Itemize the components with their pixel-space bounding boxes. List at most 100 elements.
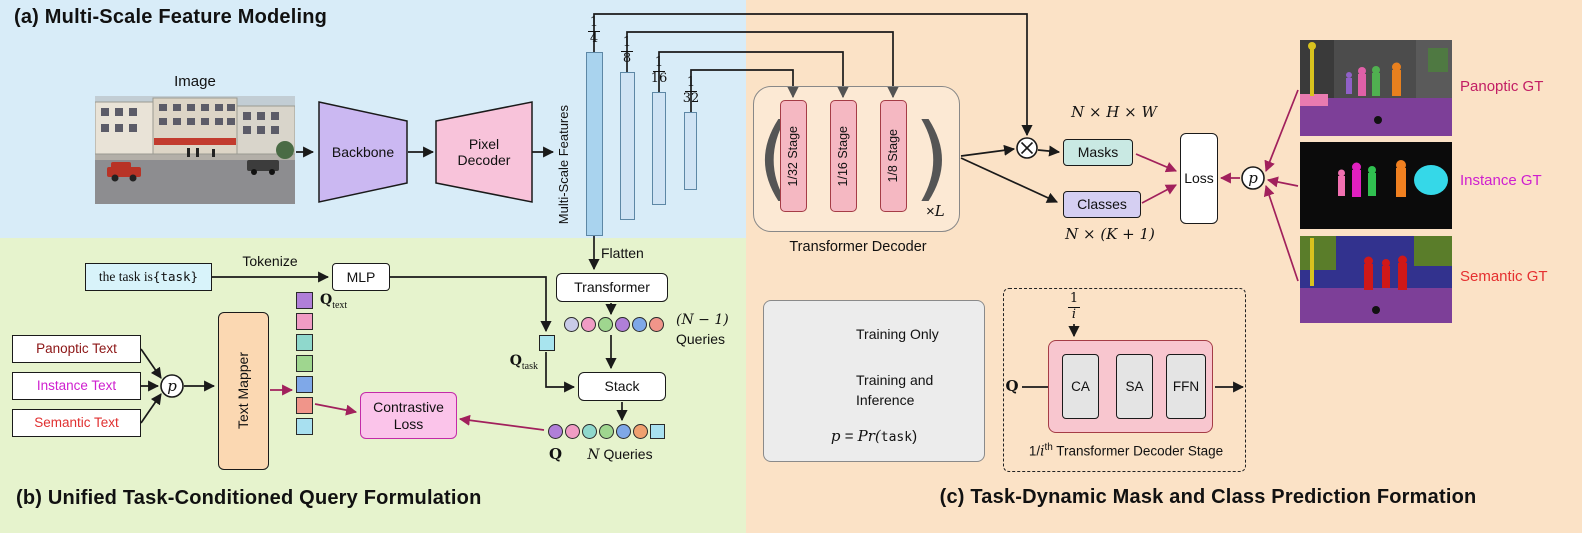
q-task-sub: task <box>521 360 538 372</box>
frac-num: 1 <box>587 15 601 32</box>
frac-den: i <box>1071 306 1077 322</box>
transformer-decoder-label: Transformer Decoder <box>758 237 958 257</box>
query-circle <box>633 424 648 439</box>
frac-num: 1 <box>684 75 698 92</box>
text-query-square <box>296 313 313 330</box>
text-query-square <box>296 418 313 435</box>
semantic-text-box: Semantic Text <box>12 409 141 437</box>
backbone-label: Backbone <box>319 102 407 202</box>
feature-bar-1-8 <box>620 72 635 220</box>
transformer-decoder-text: Transformer Decoder <box>789 239 927 255</box>
text-query-square <box>296 355 313 372</box>
stage-1-16-text: 1/16 Stage <box>836 125 851 187</box>
legend-box <box>763 300 985 462</box>
backbone-text: Backbone <box>331 144 395 160</box>
class-dimensions-label: N × (K + 1) <box>1065 225 1155 243</box>
self-attention-box: SA <box>1116 354 1153 419</box>
query-circle <box>616 424 631 439</box>
q-bold-label: Q <box>549 445 563 463</box>
training-only-label: Training Only <box>856 326 939 342</box>
masks-box: Masks <box>1063 139 1133 166</box>
decoder-stage-detail-box <box>1003 288 1246 472</box>
loss-box: Loss <box>1180 133 1218 224</box>
section-b-title: (b) Unified Task-Conditioned Query Formu… <box>16 487 482 509</box>
caption-rest: Transformer Decoder Stage <box>1052 443 1224 459</box>
n-queries-row <box>548 424 665 439</box>
n-queries-label: N Queries <box>570 445 670 463</box>
panoptic-text-box: Panoptic Text <box>12 335 141 363</box>
p-gt-label: p <box>1248 169 1258 187</box>
mlp-text: MLP <box>346 268 376 285</box>
query-circle <box>582 424 597 439</box>
text-query-square <box>296 334 313 351</box>
frac-den: 16 <box>650 70 668 86</box>
classes-text: Classes <box>1077 196 1127 213</box>
query-circle <box>632 317 647 332</box>
task-query-square <box>650 424 665 439</box>
task-prompt-box: the task is {task} <box>85 263 212 291</box>
prob-eq: = <box>840 428 858 445</box>
instance-text-label: Instance Text <box>36 378 117 394</box>
paren-close: ) <box>914 104 950 211</box>
multi-scale-features-text: Multi-Scale Features <box>555 105 571 225</box>
section-c-title: (c) Task-Dynamic Mask and Class Predicti… <box>939 486 1477 508</box>
loss-text: Loss <box>1184 170 1214 187</box>
q-text-sub: text <box>332 299 348 311</box>
n-minus-one-text: (N − 1) <box>676 312 729 328</box>
frac-den: 32 <box>682 90 700 106</box>
panoptic-text-label: Panoptic Text <box>36 341 117 357</box>
frac-den: 4 <box>589 30 599 46</box>
p-task-label: p <box>167 377 177 395</box>
panoptic-gt-label: Panoptic GT <box>1460 78 1544 95</box>
multi-scale-features-label: Multi-Scale Features <box>552 90 574 240</box>
flatten-label: Flatten <box>601 245 644 261</box>
prob-p: p <box>830 427 841 445</box>
panoptic-gt-image <box>1300 40 1452 136</box>
task-prompt-token: {task} <box>152 268 199 284</box>
query-circle <box>599 424 614 439</box>
query-circle <box>615 317 630 332</box>
sa-text: SA <box>1125 378 1144 394</box>
cross-attention-box: CA <box>1062 354 1099 419</box>
mask-dimensions-label: N × H × W <box>1071 103 1157 121</box>
query-circle <box>649 317 664 332</box>
semantic-gt-image <box>1300 236 1452 323</box>
text-mapper-text: Text Mapper <box>235 352 252 430</box>
text-query-square <box>296 292 313 309</box>
caption-sup: th <box>1044 442 1053 454</box>
contrastive-loss-text: Contrastive Loss <box>373 399 444 432</box>
query-circle <box>565 424 580 439</box>
n-minus-one-queries-row <box>564 317 664 332</box>
input-image-label: Image <box>174 72 216 90</box>
stage-1-32-text: 1/32 Stage <box>786 125 801 187</box>
section-a-title: (a) Multi-Scale Feature Modeling <box>14 6 328 28</box>
stack-text: Stack <box>604 378 640 395</box>
query-circle <box>598 317 613 332</box>
contrastive-loss-box: Contrastive Loss <box>360 392 457 439</box>
semantic-text-label: Semantic Text <box>34 415 119 431</box>
ffn-text: FFN <box>1172 378 1200 394</box>
masks-text: Masks <box>1077 144 1119 161</box>
query-circle <box>581 317 596 332</box>
prob-close: ) <box>912 428 918 445</box>
feature-bar-1-32 <box>684 112 697 190</box>
instance-gt-label: Instance GT <box>1460 172 1542 189</box>
prob-pr: Pr( <box>857 427 881 445</box>
times-symbol: × <box>926 203 935 220</box>
l-factor: L <box>934 202 945 220</box>
frac-num: 1 <box>620 35 634 52</box>
semantic-gt-label: Semantic GT <box>1460 268 1548 285</box>
query-circle <box>548 424 563 439</box>
caption-pre: 1/ <box>1028 443 1041 459</box>
text-query-square <box>296 397 313 414</box>
q-task-label: Qtask <box>492 352 538 372</box>
n-queries-rest: Queries <box>599 445 653 462</box>
q-text-column <box>296 292 313 435</box>
ca-text: CA <box>1071 378 1090 394</box>
n-minus-one-label: (N − 1)Queries <box>676 310 729 350</box>
stage-1-8-text: 1/8 Stage <box>886 129 901 183</box>
frac-num: 1 <box>652 55 666 72</box>
